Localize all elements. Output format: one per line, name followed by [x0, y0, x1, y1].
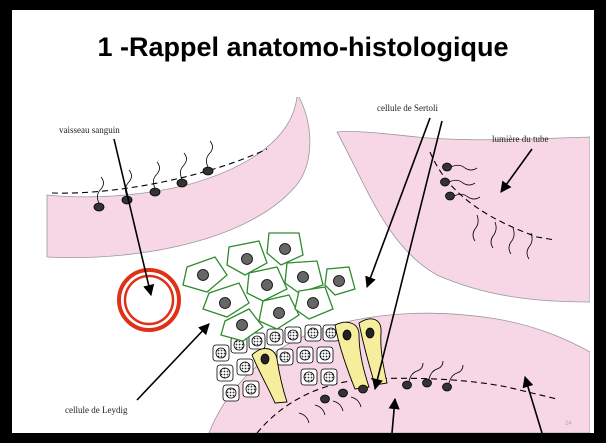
- slide: 1 -Rappel anatomo-histologique: [12, 10, 594, 433]
- label-lumen: lumière du tube: [492, 134, 548, 144]
- tubule-bottom: [209, 313, 590, 433]
- label-leydig: cellule de Leydig: [65, 405, 128, 415]
- blood-vessel: [115, 266, 183, 334]
- label-vessel: vaisseau sanguin: [59, 125, 120, 135]
- label-sertoli: cellule de Sertoli: [377, 103, 438, 113]
- testis-histology-diagram: vaisseau sanguin cellule de Sertoli lumi…: [37, 97, 590, 433]
- slide-title: 1 -Rappel anatomo-histologique: [12, 32, 594, 63]
- page-number: 24: [565, 421, 572, 427]
- tubule-upper-right: [337, 131, 590, 302]
